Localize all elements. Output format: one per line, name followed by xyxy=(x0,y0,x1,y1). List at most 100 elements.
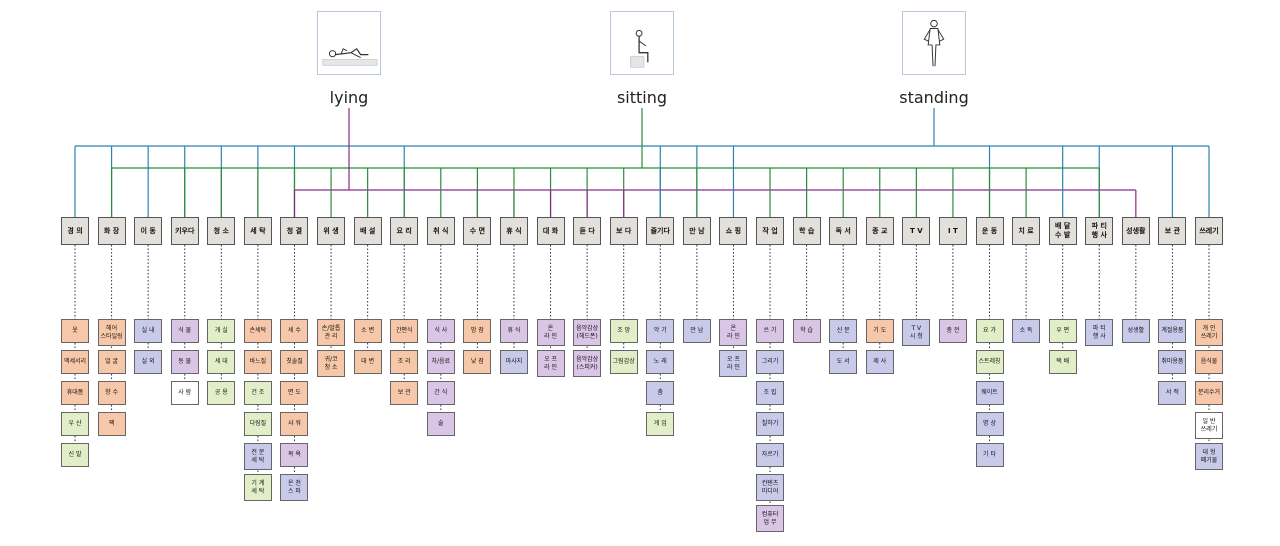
activity-item: 휴 식 xyxy=(499,319,528,343)
category-box: 취 식 xyxy=(426,217,455,245)
activity-item: 휴대폼 xyxy=(61,381,89,405)
activity-item: 컴퓨터 업 무 xyxy=(756,505,785,532)
category-box: 세 탁 xyxy=(243,217,272,245)
activity-item: 면 도 xyxy=(280,381,309,405)
activity-item: 동 물 xyxy=(170,350,199,374)
activity-item: 그리기 xyxy=(756,350,785,374)
activity-item: 컨텐츠 미디어 xyxy=(756,474,785,501)
activity-item: 온 라 인 xyxy=(719,319,748,346)
activity-item: 분리수거 xyxy=(1195,381,1223,405)
activity-item: 낮 잠 xyxy=(463,350,492,374)
category-box: 쓰레기 xyxy=(1195,217,1223,245)
activity-item: 차/음료 xyxy=(426,350,455,374)
activity-item: 온 라 인 xyxy=(536,319,565,346)
category-box: 파 티 행 사 xyxy=(1085,217,1114,245)
activity-item: 사 람 xyxy=(170,381,199,405)
category-box: 청 소 xyxy=(207,217,236,245)
activity-item: 기 도 xyxy=(865,319,894,343)
activity-item: 헤어 스타일링 xyxy=(97,319,126,346)
activity-item: 보 관 xyxy=(390,381,419,405)
category-box: 치 료 xyxy=(1012,217,1041,245)
activity-item: 명 상 xyxy=(975,412,1004,436)
category-box: 학 습 xyxy=(792,217,821,245)
category-box: 독 서 xyxy=(829,217,858,245)
activity-item: 도 서 xyxy=(829,350,858,374)
activity-item: 일 반 쓰레기 xyxy=(1195,412,1223,439)
category-box: 만 남 xyxy=(682,217,711,245)
posture-label-standing: standing xyxy=(899,88,969,107)
category-box: 보 다 xyxy=(609,217,638,245)
activity-item: 개 실 xyxy=(207,319,236,343)
activity-item: 우 산 xyxy=(61,412,89,436)
lying-figure-icon xyxy=(317,11,381,75)
category-box: T V xyxy=(902,217,931,245)
activity-item: 얼 굴 xyxy=(97,350,126,374)
category-box: 배 설 xyxy=(353,217,382,245)
activity-item: 음악감상 (스피커) xyxy=(573,350,602,377)
activity-item: 요 가 xyxy=(975,319,1004,343)
activity-item: 계절용품 xyxy=(1158,319,1187,343)
activity-item: 샤 워 xyxy=(280,412,309,436)
activity-item: 식 사 xyxy=(426,319,455,343)
category-box: 대 화 xyxy=(536,217,565,245)
activity-item: 학 습 xyxy=(792,319,821,343)
activity-item: 세 수 xyxy=(280,319,309,343)
category-box: 쇼 핑 xyxy=(719,217,748,245)
activity-item: 간편식 xyxy=(390,319,419,343)
activity-item: 옷 xyxy=(61,319,89,343)
category-box: 운 동 xyxy=(975,217,1004,245)
activity-item: 손/발톱 관 리 xyxy=(317,319,346,346)
activity-item: 취미용품 xyxy=(1158,350,1187,374)
activity-item: 조 망 xyxy=(609,319,638,343)
activity-item: 마사지 xyxy=(499,350,528,374)
activity-item: 그림감상 xyxy=(609,350,638,374)
activity-item: 소 변 xyxy=(353,319,382,343)
activity-item: 음악감상 (헤드폰) xyxy=(573,319,602,346)
activity-item: 손세탁 xyxy=(243,319,272,343)
activity-item: 악 기 xyxy=(646,319,675,343)
activity-item: 신 발 xyxy=(61,443,89,467)
activity-item: 공 용 xyxy=(207,381,236,405)
category-box: 청 결 xyxy=(280,217,309,245)
activity-item: 실 외 xyxy=(134,350,163,374)
category-box: 성생활 xyxy=(1121,217,1150,245)
activity-item: 식 물 xyxy=(170,319,199,343)
activity-item: 제 사 xyxy=(865,350,894,374)
activity-item: 밤 잠 xyxy=(463,319,492,343)
activity-item: 노 래 xyxy=(646,350,675,374)
activity-item: 웨이트 xyxy=(975,381,1004,405)
activity-item: 조 립 xyxy=(756,381,785,405)
activity-item: 기 계 세 탁 xyxy=(243,474,272,501)
activity-item: 오 프 라 인 xyxy=(536,350,565,377)
category-box: 배 달 수 발 xyxy=(1048,217,1077,245)
activity-item: 온 천 스 파 xyxy=(280,474,309,501)
activity-item: 기 타 xyxy=(975,443,1004,467)
category-box: 보 관 xyxy=(1158,217,1187,245)
activity-item: 택 배 xyxy=(1048,350,1077,374)
activity-item: T V 시 청 xyxy=(902,319,931,346)
activity-item: 만 남 xyxy=(682,319,711,343)
activity-item: 우 편 xyxy=(1048,319,1077,343)
activity-item: 세 대 xyxy=(207,350,236,374)
activity-item: 다림질 xyxy=(243,412,272,436)
category-box: 화 장 xyxy=(97,217,126,245)
activity-item: 칠하기 xyxy=(756,412,785,436)
activity-item: 바느질 xyxy=(243,350,272,374)
activity-item: 스트레칭 xyxy=(975,350,1004,374)
activity-item: 파 티 행 사 xyxy=(1085,319,1114,346)
activity-item: 서 적 xyxy=(1158,381,1187,405)
category-box: 이 동 xyxy=(134,217,163,245)
category-box: 듣 다 xyxy=(573,217,602,245)
activity-item: 칫솔질 xyxy=(280,350,309,374)
posture-label-sitting: sitting xyxy=(616,88,668,107)
activity-item: 개 인 쓰레기 xyxy=(1195,319,1223,346)
activity-item: 게 임 xyxy=(646,412,675,436)
category-box: 키우다 xyxy=(170,217,199,245)
category-box: 작 업 xyxy=(756,217,785,245)
activity-item: 쓰 기 xyxy=(756,319,785,343)
activity-item: 성생활 xyxy=(1121,319,1150,343)
activity-item: 충 전 xyxy=(938,319,967,343)
activity-item: 건 조 xyxy=(243,381,272,405)
activity-item: 대 형 폐기물 xyxy=(1195,443,1223,470)
